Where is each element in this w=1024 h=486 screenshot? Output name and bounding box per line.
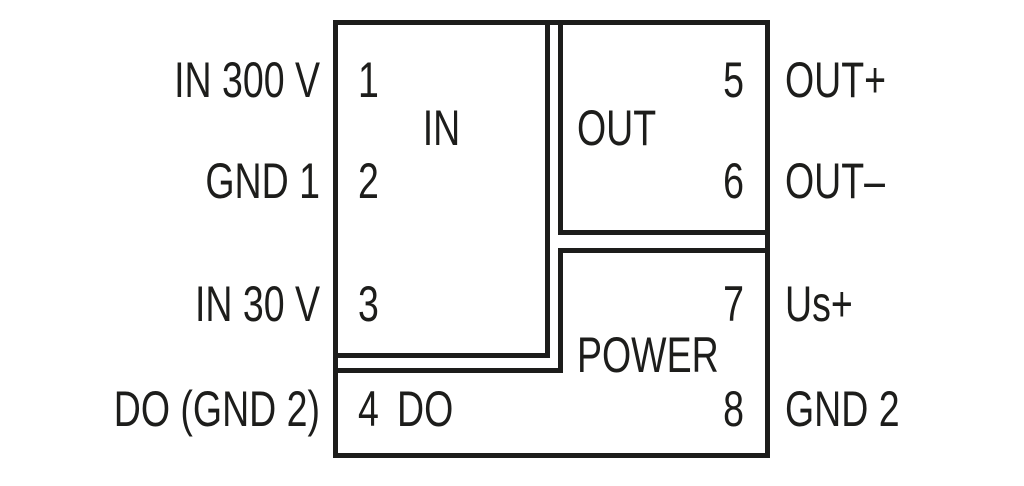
device-outline-box bbox=[333, 20, 770, 458]
pin-5-external-label: OUT+ bbox=[785, 52, 887, 108]
in-section-divider-vertical bbox=[545, 20, 550, 358]
pin-8-number: 8 bbox=[723, 381, 744, 437]
power-section-top-line bbox=[558, 248, 770, 253]
pin-4-internal-label: DO bbox=[397, 381, 454, 437]
pin-6-number: 6 bbox=[723, 153, 744, 209]
pin-6-external-label: OUT– bbox=[785, 153, 886, 209]
pin-5-number: 5 bbox=[723, 52, 744, 108]
out-section-left-line bbox=[558, 20, 563, 235]
pin-4-number: 4 bbox=[358, 381, 379, 437]
pin-4-external-label: DO (GND 2) bbox=[113, 381, 320, 437]
pin-1-number: 1 bbox=[358, 52, 379, 108]
section-label-power: POWER bbox=[577, 327, 719, 383]
out-section-bottom-line bbox=[558, 230, 770, 235]
section-label-in: IN bbox=[422, 100, 461, 156]
do-row-top-line bbox=[333, 368, 563, 373]
pin-3-number: 3 bbox=[358, 276, 379, 332]
power-section-left-line bbox=[558, 248, 563, 373]
pin-2-external-label: GND 1 bbox=[205, 153, 320, 209]
pin-3-external-label: IN 30 V bbox=[194, 276, 320, 332]
pin-7-external-label: Us+ bbox=[785, 276, 853, 332]
section-label-out: OUT bbox=[577, 100, 657, 156]
pin-7-number: 7 bbox=[723, 276, 744, 332]
pin-1-external-label: IN 300 V bbox=[174, 52, 320, 108]
pin-8-external-label: GND 2 bbox=[785, 381, 900, 437]
pin-2-number: 2 bbox=[358, 153, 379, 209]
in-section-bottom-line bbox=[333, 353, 550, 358]
